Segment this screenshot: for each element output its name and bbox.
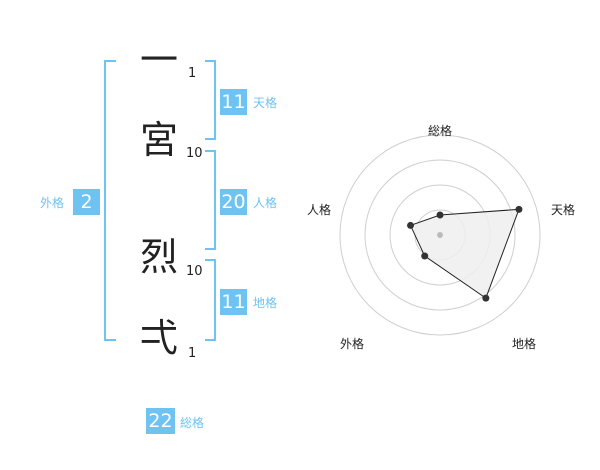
name-char-2: 宮 [140, 118, 179, 162]
stroke-count-1: 1 [188, 66, 197, 81]
chikaku-label: 地格 [253, 296, 278, 310]
radar-point-3 [421, 252, 429, 260]
name-char-1: 一 [140, 38, 179, 82]
stroke-count-3: 10 [186, 264, 203, 279]
soukaku-value: 22 [146, 408, 175, 434]
stroke-count-4: 1 [188, 346, 197, 361]
name-char-3: 烈 [140, 235, 179, 279]
radar-ring-4 [339, 134, 541, 336]
jinkaku-bracket [205, 150, 216, 250]
tenkaku-bracket [205, 60, 216, 140]
jinkaku-label: 人格 [253, 196, 278, 210]
radar-point-0 [436, 211, 444, 219]
radar-polygon [409, 208, 520, 299]
radar-label-jinkaku: 人格 [306, 203, 331, 217]
radar-ring-3 [364, 159, 516, 311]
radar-label-chikaku: 地格 [511, 337, 536, 351]
gaikaku-label: 外格 [40, 196, 65, 210]
radar-point-2 [482, 294, 490, 302]
radar-label-gaikaku: 外格 [339, 337, 364, 351]
tenkaku-value: 11 [220, 89, 247, 115]
radar-point-4 [407, 221, 415, 229]
chikaku-bracket [205, 259, 216, 341]
soukaku-label: 総格 [180, 416, 205, 430]
radar-label-tenkaku: 天格 [550, 203, 575, 217]
radar-label-soukaku: 総格 [427, 124, 452, 138]
gaikaku-bracket [104, 60, 116, 341]
radar-point-1 [515, 205, 523, 213]
jinkaku-value: 20 [220, 189, 247, 215]
radar-center [437, 232, 443, 238]
chikaku-value: 11 [220, 289, 247, 315]
gaikaku-value: 2 [73, 189, 100, 215]
name-char-4: 弌 [140, 316, 179, 360]
stroke-count-2: 10 [186, 146, 203, 161]
tenkaku-label: 天格 [253, 96, 278, 110]
